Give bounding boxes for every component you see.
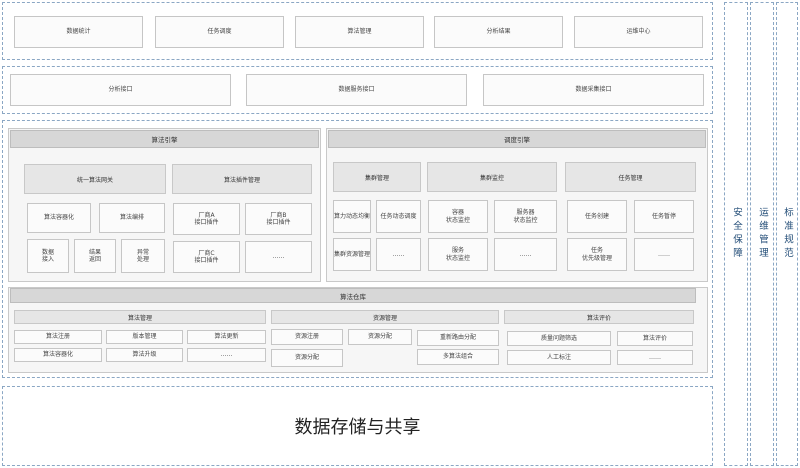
multi-algo-combo: 多算法组合 bbox=[417, 349, 499, 365]
vendor-c-plugin: 厂商C 接口插件 bbox=[173, 241, 240, 273]
algo-gateway: 统一算法网关 bbox=[24, 164, 166, 194]
task-more: …… bbox=[634, 238, 694, 271]
application-layer bbox=[2, 2, 713, 60]
algo-orchestration: 算法编排 bbox=[99, 203, 165, 233]
algo-exception-handling: 异常 处理 bbox=[121, 239, 165, 273]
algo-eval-more: …… bbox=[617, 350, 693, 365]
algo-data-input: 数据 接入 bbox=[27, 239, 69, 273]
repo-algo-eval-title: 算法评价 bbox=[504, 310, 694, 324]
compute-balance: 算力动态均衡 bbox=[333, 200, 371, 233]
core-layer bbox=[2, 120, 713, 378]
interface-data-collect: 数据采集接口 bbox=[483, 74, 704, 106]
task-create: 任务创建 bbox=[567, 200, 627, 233]
top-item-data-stats: 数据统计 bbox=[14, 16, 143, 48]
algo-update: 算法更新 bbox=[187, 330, 266, 344]
side-column-standards-label: 标准规范 bbox=[782, 207, 793, 261]
cluster-more: …… bbox=[376, 238, 421, 271]
resource-allocate-1: 资源分配 bbox=[348, 329, 412, 345]
side-column-standards: 标准规范 bbox=[776, 2, 798, 466]
cluster-resource-mgmt: 集群资源管理 bbox=[333, 238, 371, 271]
algo-version-mgmt: 版本管理 bbox=[106, 330, 183, 344]
algo-upgrade: 算法升级 bbox=[106, 348, 183, 362]
resource-allocate-2: 资源分配 bbox=[271, 349, 343, 367]
task-mgmt: 任务管理 bbox=[565, 162, 696, 192]
data-storage-sharing: 数据存储与共享 bbox=[2, 386, 713, 466]
vendor-b-plugin: 厂商B 接口插件 bbox=[245, 203, 312, 235]
top-item-algo-mgmt: 算法管理 bbox=[295, 16, 424, 48]
monitor-more: …… bbox=[494, 238, 557, 271]
repo-algo-mgmt-title: 算法管理 bbox=[14, 310, 266, 324]
cluster-mgmt: 集群管理 bbox=[333, 162, 421, 192]
algo-register: 算法注册 bbox=[14, 330, 102, 344]
cluster-monitor: 集群监控 bbox=[427, 162, 557, 192]
interface-analysis: 分析接口 bbox=[10, 74, 231, 106]
container-status-monitor: 容器 状态监控 bbox=[428, 200, 488, 233]
manual-annotation: 人工标注 bbox=[507, 350, 611, 365]
algo-containerize: 算法容器化 bbox=[27, 203, 91, 233]
service-status-monitor: 服务 状态监控 bbox=[428, 238, 488, 271]
server-status-monitor: 服务器 状态监控 bbox=[494, 200, 557, 233]
algo-repo-title: 算法仓库 bbox=[10, 288, 696, 303]
interface-layer bbox=[2, 66, 713, 114]
algo-mgmt-more: …… bbox=[187, 348, 266, 362]
task-pause: 任务暂停 bbox=[634, 200, 694, 233]
top-item-task-schedule: 任务调度 bbox=[155, 16, 284, 48]
algo-evaluation: 算法评价 bbox=[617, 331, 693, 346]
algo-result-return: 结果 返回 bbox=[74, 239, 116, 273]
top-item-analysis-result: 分析结果 bbox=[434, 16, 563, 48]
repo-resource-mgmt-title: 资源管理 bbox=[271, 310, 499, 324]
task-dynamic-schedule: 任务动态调度 bbox=[376, 200, 421, 233]
vendor-more: …… bbox=[245, 241, 312, 273]
quality-issue-filter: 质量问题筛选 bbox=[507, 331, 611, 346]
algo-engine-title: 算法引擎 bbox=[10, 130, 319, 148]
reroute-allocate: 重新路由分配 bbox=[417, 330, 499, 346]
side-column-security: 安全保障 bbox=[724, 2, 748, 466]
interface-data-service: 数据服务接口 bbox=[246, 74, 467, 106]
schedule-engine-title: 调度引擎 bbox=[328, 130, 706, 148]
side-column-ops: 运维管理 bbox=[750, 2, 774, 466]
resource-register: 资源注册 bbox=[271, 329, 343, 345]
side-column-ops-label: 运维管理 bbox=[757, 207, 768, 261]
task-priority-mgmt: 任务 优先级管理 bbox=[567, 238, 627, 271]
top-item-ops-center: 运维中心 bbox=[574, 16, 703, 48]
side-column-security-label: 安全保障 bbox=[731, 207, 742, 261]
algo-plugin-mgmt: 算法插件管理 bbox=[172, 164, 312, 194]
vendor-a-plugin: 厂商A 接口插件 bbox=[173, 203, 240, 235]
repo-algo-containerize: 算法容器化 bbox=[14, 348, 102, 362]
